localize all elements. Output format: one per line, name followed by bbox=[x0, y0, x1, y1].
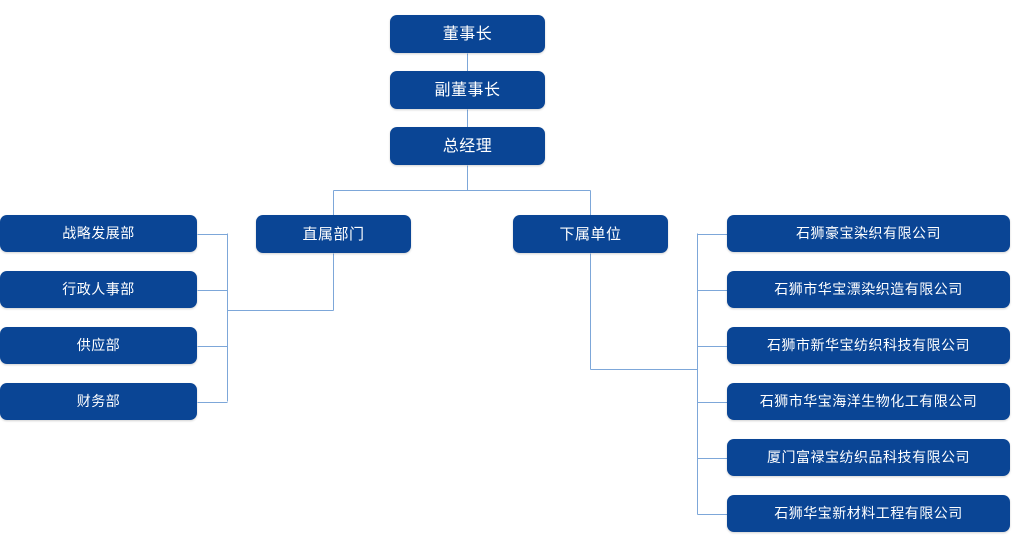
org-node-label: 战略发展部 bbox=[62, 225, 135, 242]
org-node-label: 下属单位 bbox=[559, 224, 622, 243]
org-node-label: 石狮市新华宝纺织科技有限公司 bbox=[767, 337, 970, 354]
org-node-label: 供应部 bbox=[76, 337, 121, 354]
org-node-label: 直属部门 bbox=[302, 224, 365, 243]
org-node-huabao-new-material[interactable]: 石狮华宝新材料工程有限公司 bbox=[727, 495, 1010, 532]
org-node-huabao-bleach-dye[interactable]: 石狮市华宝漂染织造有限公司 bbox=[727, 271, 1010, 308]
org-node-label: 厦门富禄宝纺织品科技有限公司 bbox=[767, 449, 970, 466]
org-node-label: 董事长 bbox=[442, 24, 493, 43]
org-node-subordinate-units[interactable]: 下属单位 bbox=[513, 215, 668, 253]
org-node-strategy-development[interactable]: 战略发展部 bbox=[0, 215, 197, 252]
org-node-vice-chairman[interactable]: 副董事长 bbox=[390, 71, 545, 109]
org-node-administration-hr[interactable]: 行政人事部 bbox=[0, 271, 197, 308]
org-node-huabao-marine-bio[interactable]: 石狮市华宝海洋生物化工有限公司 bbox=[727, 383, 1010, 420]
org-node-label: 副董事长 bbox=[434, 80, 501, 99]
org-node-label: 石狮豪宝染织有限公司 bbox=[796, 225, 941, 242]
org-node-label: 财务部 bbox=[76, 393, 121, 410]
org-node-general-manager[interactable]: 总经理 bbox=[390, 127, 545, 165]
org-node-label: 总经理 bbox=[442, 136, 493, 155]
org-node-label: 石狮市华宝漂染织造有限公司 bbox=[774, 281, 963, 298]
org-node-finance[interactable]: 财务部 bbox=[0, 383, 197, 420]
org-node-direct-departments[interactable]: 直属部门 bbox=[256, 215, 411, 253]
org-node-chairman[interactable]: 董事长 bbox=[390, 15, 545, 53]
org-node-label: 石狮华宝新材料工程有限公司 bbox=[774, 505, 963, 522]
org-node-xinhuabao-textile[interactable]: 石狮市新华宝纺织科技有限公司 bbox=[727, 327, 1010, 364]
org-node-label: 石狮市华宝海洋生物化工有限公司 bbox=[759, 393, 978, 410]
org-node-haobao-dyeing[interactable]: 石狮豪宝染织有限公司 bbox=[727, 215, 1010, 252]
org-node-fulubao-textile[interactable]: 厦门富禄宝纺织品科技有限公司 bbox=[727, 439, 1010, 476]
org-node-label: 行政人事部 bbox=[62, 281, 135, 298]
org-node-supply[interactable]: 供应部 bbox=[0, 327, 197, 364]
